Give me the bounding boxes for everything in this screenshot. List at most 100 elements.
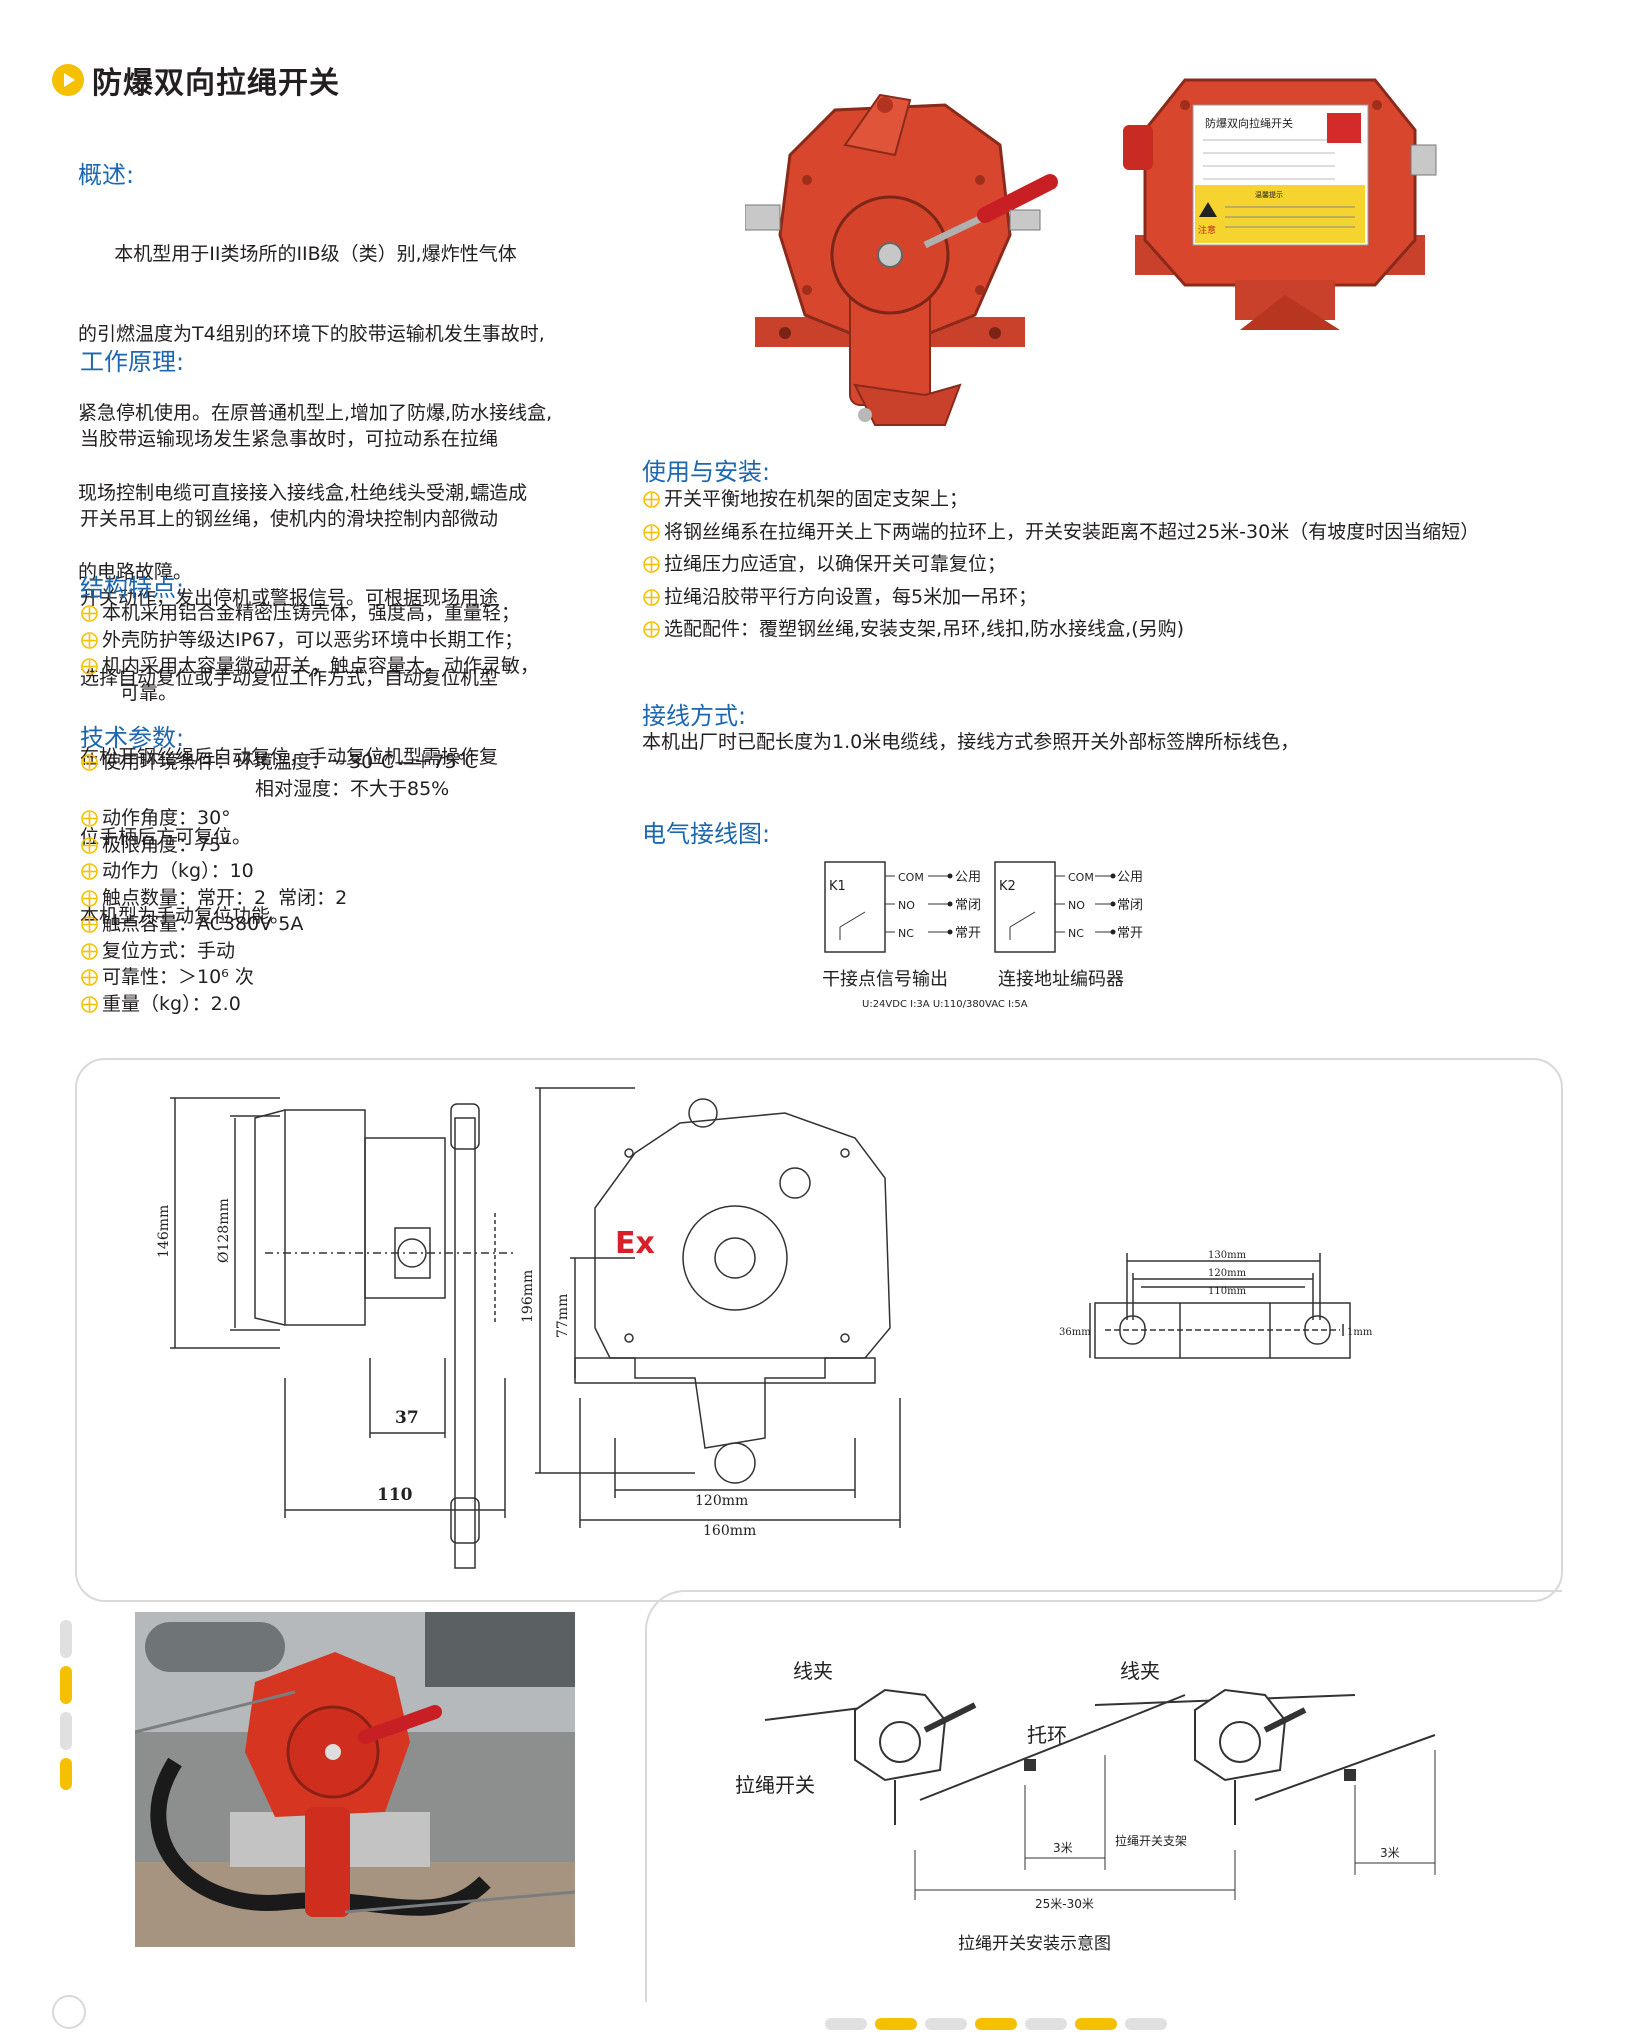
caption-address-encoder: 连接地址编码器: [998, 969, 1124, 990]
bullet-icon: [80, 631, 99, 650]
slot-110: 110mm: [1208, 1286, 1247, 1297]
label-plate-title: 防爆双向拉绳开关: [1205, 116, 1293, 130]
overview-line: 本机型用于II类场所的IIB级（类）别,爆炸性气体: [78, 243, 517, 265]
principle-line: 当胶带运输现场发生紧急事故时，可拉动系在拉绳: [80, 428, 499, 450]
terminal-no-cn: 常闭: [1117, 898, 1143, 913]
bullet-icon: [80, 889, 99, 908]
install-heading: 使用与安装:: [642, 458, 771, 486]
k1-label: K1: [829, 879, 846, 894]
principle-heading: 工作原理:: [80, 348, 185, 376]
rating-text: U:24VDC I:3A U:110/380VAC I:5A: [862, 999, 1028, 1010]
bullet-icon: [80, 753, 99, 772]
terminal-no: NO: [898, 899, 915, 912]
list-item: 本机采用铝合金精密压铸壳体，强度高，重量轻；: [80, 600, 539, 627]
dim-196: 196mm: [520, 1270, 536, 1323]
clamp-label-1: 线夹: [793, 1659, 833, 1683]
bullet-icon: [80, 809, 99, 828]
bullet-icon: [642, 523, 661, 542]
principle-line: 开关动作，发出停机或警报信号。可根据现场用途: [80, 587, 499, 609]
overview-line: 的电路故障。: [78, 561, 193, 583]
dim-160: 160mm: [703, 1523, 756, 1539]
wiring-diagram: K1 COM NO NC 公用 常闭 常开 K2 COM NO NC 公用 常闭…: [822, 861, 1143, 1010]
ex-mark: Ex: [615, 1226, 655, 1261]
dim-128: Ø128mm: [216, 1198, 232, 1263]
bullet-icon: [80, 995, 99, 1014]
slot-36: 36mm: [1059, 1327, 1091, 1338]
terminal-nc: NC: [898, 927, 914, 940]
dim-120: 120mm: [695, 1493, 748, 1509]
install-caption: 拉绳开关安装示意图: [958, 1934, 1111, 1954]
bullet-icon: [80, 657, 99, 676]
page-corner-circle: [52, 1995, 86, 2029]
list-item: 触点数量：常开：2 常闭：2: [80, 885, 347, 912]
principle-line: 位手柄后方可复位。: [80, 825, 252, 848]
tech-heading: 技术参数:: [80, 724, 185, 752]
bullet-icon: [642, 620, 661, 639]
dim-77: 77mm: [555, 1294, 571, 1338]
label-warning-word: 注意: [1198, 224, 1216, 236]
k2-label: K2: [999, 879, 1016, 894]
list-item: 动作力（kg）：10: [80, 858, 347, 885]
terminal-com: COM: [1068, 871, 1094, 884]
list-item: 机内采用大容量微动开关，触点容量大，动作灵敏，: [80, 653, 539, 680]
label-warning-title: 温馨提示: [1255, 190, 1283, 199]
overview-text: 本机型用于II类场所的IIB级（类）别,爆炸性气体 的引燃温度为T4组别的环境下…: [78, 188, 552, 612]
dimension-drawings: 146mm Ø128mm 37 110 Ex 196mm 77mm 120mm …: [156, 1087, 1373, 1569]
slot-120: 120mm: [1208, 1268, 1247, 1279]
dist-3m-2: 3米: [1380, 1846, 1400, 1860]
bullet-icon: [80, 836, 99, 855]
overview-line: 现场控制电缆可直接接入接线盒,杜绝线头受潮,蠕造成: [78, 481, 528, 504]
list-item: 外壳防护等级达IP67，可以恶劣环境中长期工作；: [80, 627, 539, 654]
humidity-line: 相对湿度：不大于85%: [255, 777, 450, 800]
bullet-icon: [80, 604, 99, 623]
principle-text: 当胶带运输现场发生紧急事故时，可拉动系在拉绳 开关吊耳上的钢丝绳，使机内的滑块控…: [80, 373, 498, 956]
play-icon: [52, 64, 84, 96]
dim-110: 110: [377, 1485, 413, 1505]
installation-photo: [135, 1612, 575, 1947]
bullet-icon: [80, 862, 99, 881]
list-item-continuation: 可靠。: [102, 681, 178, 704]
tech-list: 使用环境条件：环境温度：－30℃—＋75℃ 相对湿度：不大于85%: [80, 749, 478, 802]
list-item: 拉绳压力应适宜，以确保开关可靠复位；: [642, 551, 1479, 578]
span-label: 25米-30米: [1035, 1897, 1094, 1911]
list-item: 动作角度：30°: [80, 805, 347, 832]
terminal-nc-cn: 常开: [955, 926, 981, 941]
dimension-panel: [75, 1058, 1563, 1602]
ring-label: 托环: [1027, 1723, 1067, 1747]
dist-3m-1: 3米: [1053, 1841, 1073, 1855]
principle-line: 本机型为手动复位功能。: [80, 905, 290, 927]
clamp-label-2: 线夹: [1120, 1659, 1160, 1683]
wiring-heading: 接线方式:: [642, 702, 747, 730]
list-item: 重量（kg）：2.0: [80, 991, 347, 1018]
principle-line: 在松开钢丝绳后自动复位，手动复位机型需操作复: [80, 746, 499, 768]
dim-37: 37: [395, 1408, 419, 1428]
bullet-icon: [642, 588, 661, 607]
dim-146: 146mm: [156, 1205, 172, 1258]
switch-label: 拉绳开关: [735, 1773, 815, 1797]
wiring-text: 本机出厂时已配长度为1.0米电缆线，接线方式参照开关外部标签牌所标线色，: [642, 731, 1300, 753]
side-tabs: [60, 1620, 72, 1790]
list-item: 使用环境条件：环境温度：－30℃—＋75℃: [80, 749, 478, 776]
overview-line: 的引燃温度为T4组别的环境下的胶带运输机发生事故时,: [78, 322, 545, 345]
bottom-tabs: [825, 2018, 1167, 2030]
bullet-icon: [642, 555, 661, 574]
bullet-icon: [80, 968, 99, 987]
list-item: 将钢丝绳系在拉绳开关上下两端的拉环上，开关安装距离不超过25米-30米（有坡度时…: [642, 519, 1479, 546]
list-item: 开关平衡地按在机架的固定支架上；: [642, 486, 1479, 513]
product-photo-back: 防爆双向拉绳开关 温馨提示 注意: [1123, 78, 1437, 330]
bullet-icon: [642, 490, 661, 509]
slot-130: 130mm: [1208, 1250, 1247, 1261]
terminal-com: COM: [898, 871, 924, 884]
caption-dry-contact: 干接点信号输出: [822, 969, 948, 990]
overview-line: 紧急停机使用。在原普通机型上,增加了防爆,防水接线盒,: [78, 402, 553, 424]
tech-params: 动作角度：30° 极限角度：75° 动作力（kg）：10 触点数量：常开：2 常…: [80, 805, 347, 1017]
terminal-no-cn: 常闭: [955, 898, 981, 913]
install-schematic: 线夹 线夹 托环 拉绳开关 拉绳开关支架 3米 3米 25米-30米 拉绳开关安…: [735, 1659, 1436, 1954]
list-item: 复位方式：手动: [80, 938, 347, 965]
principle-line: 开关吊耳上的钢丝绳，使机内的滑块控制内部微动: [80, 507, 499, 530]
list-item: 触点容量：AC380V 5A: [80, 911, 347, 938]
diagram-heading: 电气接线图:: [642, 820, 771, 848]
page-title: 防爆双向拉绳开关: [52, 58, 340, 102]
overview-heading: 概述:: [78, 161, 135, 189]
install-list: 开关平衡地按在机架的固定支架上； 将钢丝绳系在拉绳开关上下两端的拉环上，开关安装…: [642, 486, 1479, 649]
